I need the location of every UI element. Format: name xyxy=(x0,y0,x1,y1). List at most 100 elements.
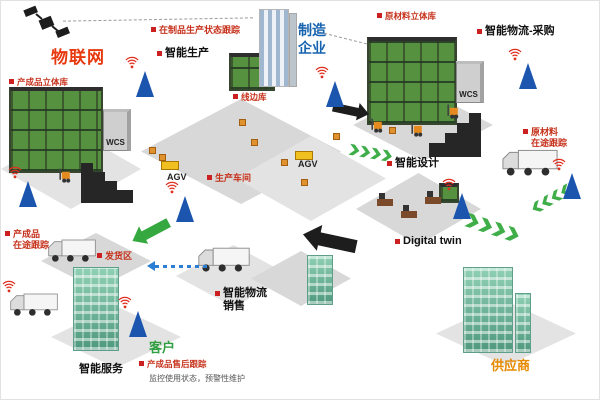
bullet-icon xyxy=(151,27,156,32)
agv-right-label: AGV xyxy=(298,159,318,169)
wcs-left-label: WCS xyxy=(106,138,125,147)
smart-production-label: 智能生产 xyxy=(157,47,209,60)
black-arrow-icon xyxy=(331,102,369,121)
supplier-label: 供应商 xyxy=(491,358,531,373)
bullet-icon xyxy=(377,13,382,18)
green-arrow-icon xyxy=(132,218,171,244)
bullet-icon xyxy=(233,94,238,99)
wifi-icon xyxy=(315,66,329,79)
wifi-icon xyxy=(165,181,179,194)
design-desk-icon xyxy=(425,197,441,204)
monitor-icon xyxy=(427,191,433,197)
smart-logistics-purchase-label: 智能物流-采购 xyxy=(477,25,555,38)
wifi-icon xyxy=(125,56,139,69)
bullet-icon xyxy=(523,129,528,134)
wifi-icon xyxy=(508,48,522,61)
monitor-icon xyxy=(379,193,385,199)
design-desk-icon xyxy=(377,199,393,206)
forklift-icon xyxy=(371,118,383,133)
cargo-box-icon xyxy=(301,179,308,186)
antenna-icon xyxy=(19,181,37,207)
antenna xyxy=(507,47,543,93)
agv-cart-icon xyxy=(161,161,179,170)
antenna-icon xyxy=(136,71,154,97)
black-arrow-icon xyxy=(302,225,358,254)
digital-twin-label: Digital twin xyxy=(395,235,462,248)
manufacturer-building-icon xyxy=(259,9,289,87)
blue-dotted-arrow-icon xyxy=(155,265,207,268)
wip-tracking-label: 在制品生产状态跟踪 xyxy=(151,25,240,36)
bullet-icon xyxy=(97,253,102,258)
antenna xyxy=(7,165,43,211)
antenna xyxy=(164,180,200,226)
smart-logistics-sales-label: 智能物流 销售 xyxy=(215,287,267,313)
shipping-truck-icon xyxy=(48,239,96,262)
bullet-icon xyxy=(139,361,144,366)
finished-in-transit-label: 产成品 在途跟踪 xyxy=(5,229,49,252)
line-side-store-label: 线边库 xyxy=(233,92,267,103)
antenna xyxy=(124,55,160,101)
agv-cart-icon xyxy=(295,151,313,160)
smart-design-label: 智能设计 xyxy=(387,157,439,170)
antenna xyxy=(314,65,350,111)
dashed-link xyxy=(63,17,253,22)
office-building-icon xyxy=(307,255,333,305)
cargo-box-icon xyxy=(149,147,156,154)
forklift-icon xyxy=(447,104,459,119)
workshop-label: 生产车间 xyxy=(207,173,251,184)
monitor-icon xyxy=(403,205,409,211)
finished-goods-rack-icon xyxy=(9,87,103,173)
conveyor-stairs-icon xyxy=(429,113,481,157)
satellite-icon xyxy=(23,5,70,38)
antenna xyxy=(441,177,477,223)
bullet-icon xyxy=(477,29,482,34)
design-desk-icon xyxy=(401,211,417,218)
green-chevron-arrow-icon xyxy=(348,143,392,162)
aftersales-tracking-label: 产成品售后跟踪 xyxy=(139,359,207,370)
monitoring-note: 监控使用状态，预警性维护 xyxy=(149,374,245,383)
cargo-box-icon xyxy=(333,133,340,140)
antenna-icon xyxy=(519,63,537,89)
wifi-icon xyxy=(552,158,566,171)
sales-truck-icon xyxy=(198,247,250,272)
antenna-icon xyxy=(326,81,344,107)
agv-left-label: AGV xyxy=(167,172,187,182)
customer-building-icon xyxy=(73,267,119,351)
supplier-building-icon xyxy=(463,267,513,353)
raw-in-transit-label: 原材料 在途跟踪 xyxy=(523,127,567,150)
smart-service-label: 智能服务 xyxy=(79,363,123,375)
shipping-area-label: 发货区 xyxy=(97,251,132,262)
raw-warehouse-label: 原材料立体库 xyxy=(377,11,436,22)
wcs-cabinet-left: WCS xyxy=(103,109,131,151)
wifi-icon xyxy=(2,280,16,293)
antenna xyxy=(551,157,587,203)
cargo-box-icon xyxy=(159,154,166,161)
cargo-box-icon xyxy=(251,139,258,146)
raw-material-rack-icon xyxy=(367,37,457,125)
wcs-cabinet-right: WCS xyxy=(456,61,484,103)
wifi-icon xyxy=(442,178,456,191)
bullet-icon xyxy=(207,175,212,180)
antenna xyxy=(117,295,153,341)
blue-dotted-arrow-head xyxy=(147,261,155,271)
wifi-icon xyxy=(118,296,132,309)
raw-material-truck-icon xyxy=(502,149,558,176)
manufacturer-building-side xyxy=(289,13,297,87)
wifi-icon xyxy=(8,166,22,179)
cargo-box-icon xyxy=(281,159,288,166)
bullet-icon xyxy=(5,231,10,236)
cargo-box-icon xyxy=(389,127,396,134)
antenna-icon xyxy=(176,196,194,222)
antenna-icon xyxy=(563,173,581,199)
customer-label: 客户 xyxy=(149,340,176,355)
manufacturer-label: 制造 企业 xyxy=(298,22,326,57)
forklift-icon xyxy=(411,122,423,137)
conveyor-stairs-icon xyxy=(81,163,133,203)
finished-warehouse-label: 产成品立体库 xyxy=(9,77,68,88)
bullet-icon xyxy=(215,291,220,296)
cargo-box-icon xyxy=(239,119,246,126)
bullet-icon xyxy=(387,161,392,166)
bullet-icon xyxy=(9,79,14,84)
bullet-icon xyxy=(157,51,162,56)
